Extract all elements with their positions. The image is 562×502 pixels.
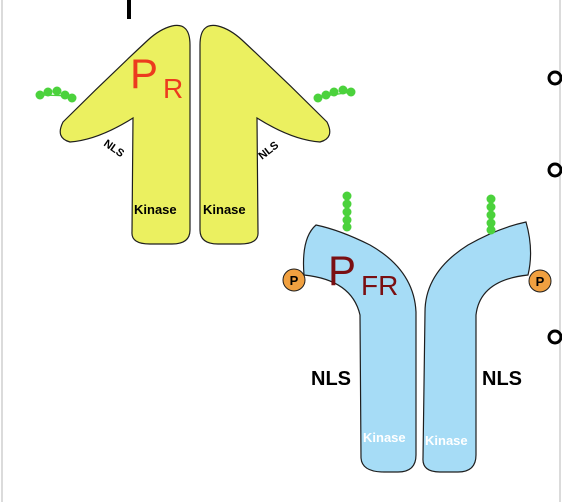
pfr-nls-left: NLS [311,368,351,390]
pfr-nls-right: NLS [482,368,522,390]
pr-chromophore-left [35,86,77,103]
pr-label-main: P [130,50,158,97]
pr-chromophore-right [313,85,356,103]
pr-label-sub: R [163,73,183,104]
bullet-1 [547,70,562,86]
pfr-chromophore-right [486,194,496,235]
pr-right-monomer [199,24,331,245]
pfr-right-monomer [422,221,532,473]
pr-dimer: P R NLS NLS Kinase Kinase [35,24,356,245]
pr-left-monomer [59,24,191,245]
pfr-phospho-left-label: P [290,273,299,288]
pfr-label-main: P [328,247,356,294]
bullet-3 [547,329,562,345]
pr-nls-right: NLS [256,139,281,162]
top-marker [127,0,131,19]
bullet-2 [547,162,562,178]
pfr-phospho-left: P [282,268,306,292]
pfr-kinase-left: Kinase [363,430,406,445]
pfr-chromophore-left [342,191,352,232]
pr-kinase-right: Kinase [203,202,246,217]
pfr-phospho-right-label: P [536,274,545,289]
pfr-dimer: P FR NLS NLS Kinase Kinase P P [282,191,552,473]
pfr-kinase-right: Kinase [425,433,468,448]
pfr-label-sub: FR [361,270,398,301]
pr-nls-left: NLS [101,138,126,160]
pr-kinase-left: Kinase [134,202,177,217]
pfr-phospho-right: P [528,269,552,293]
